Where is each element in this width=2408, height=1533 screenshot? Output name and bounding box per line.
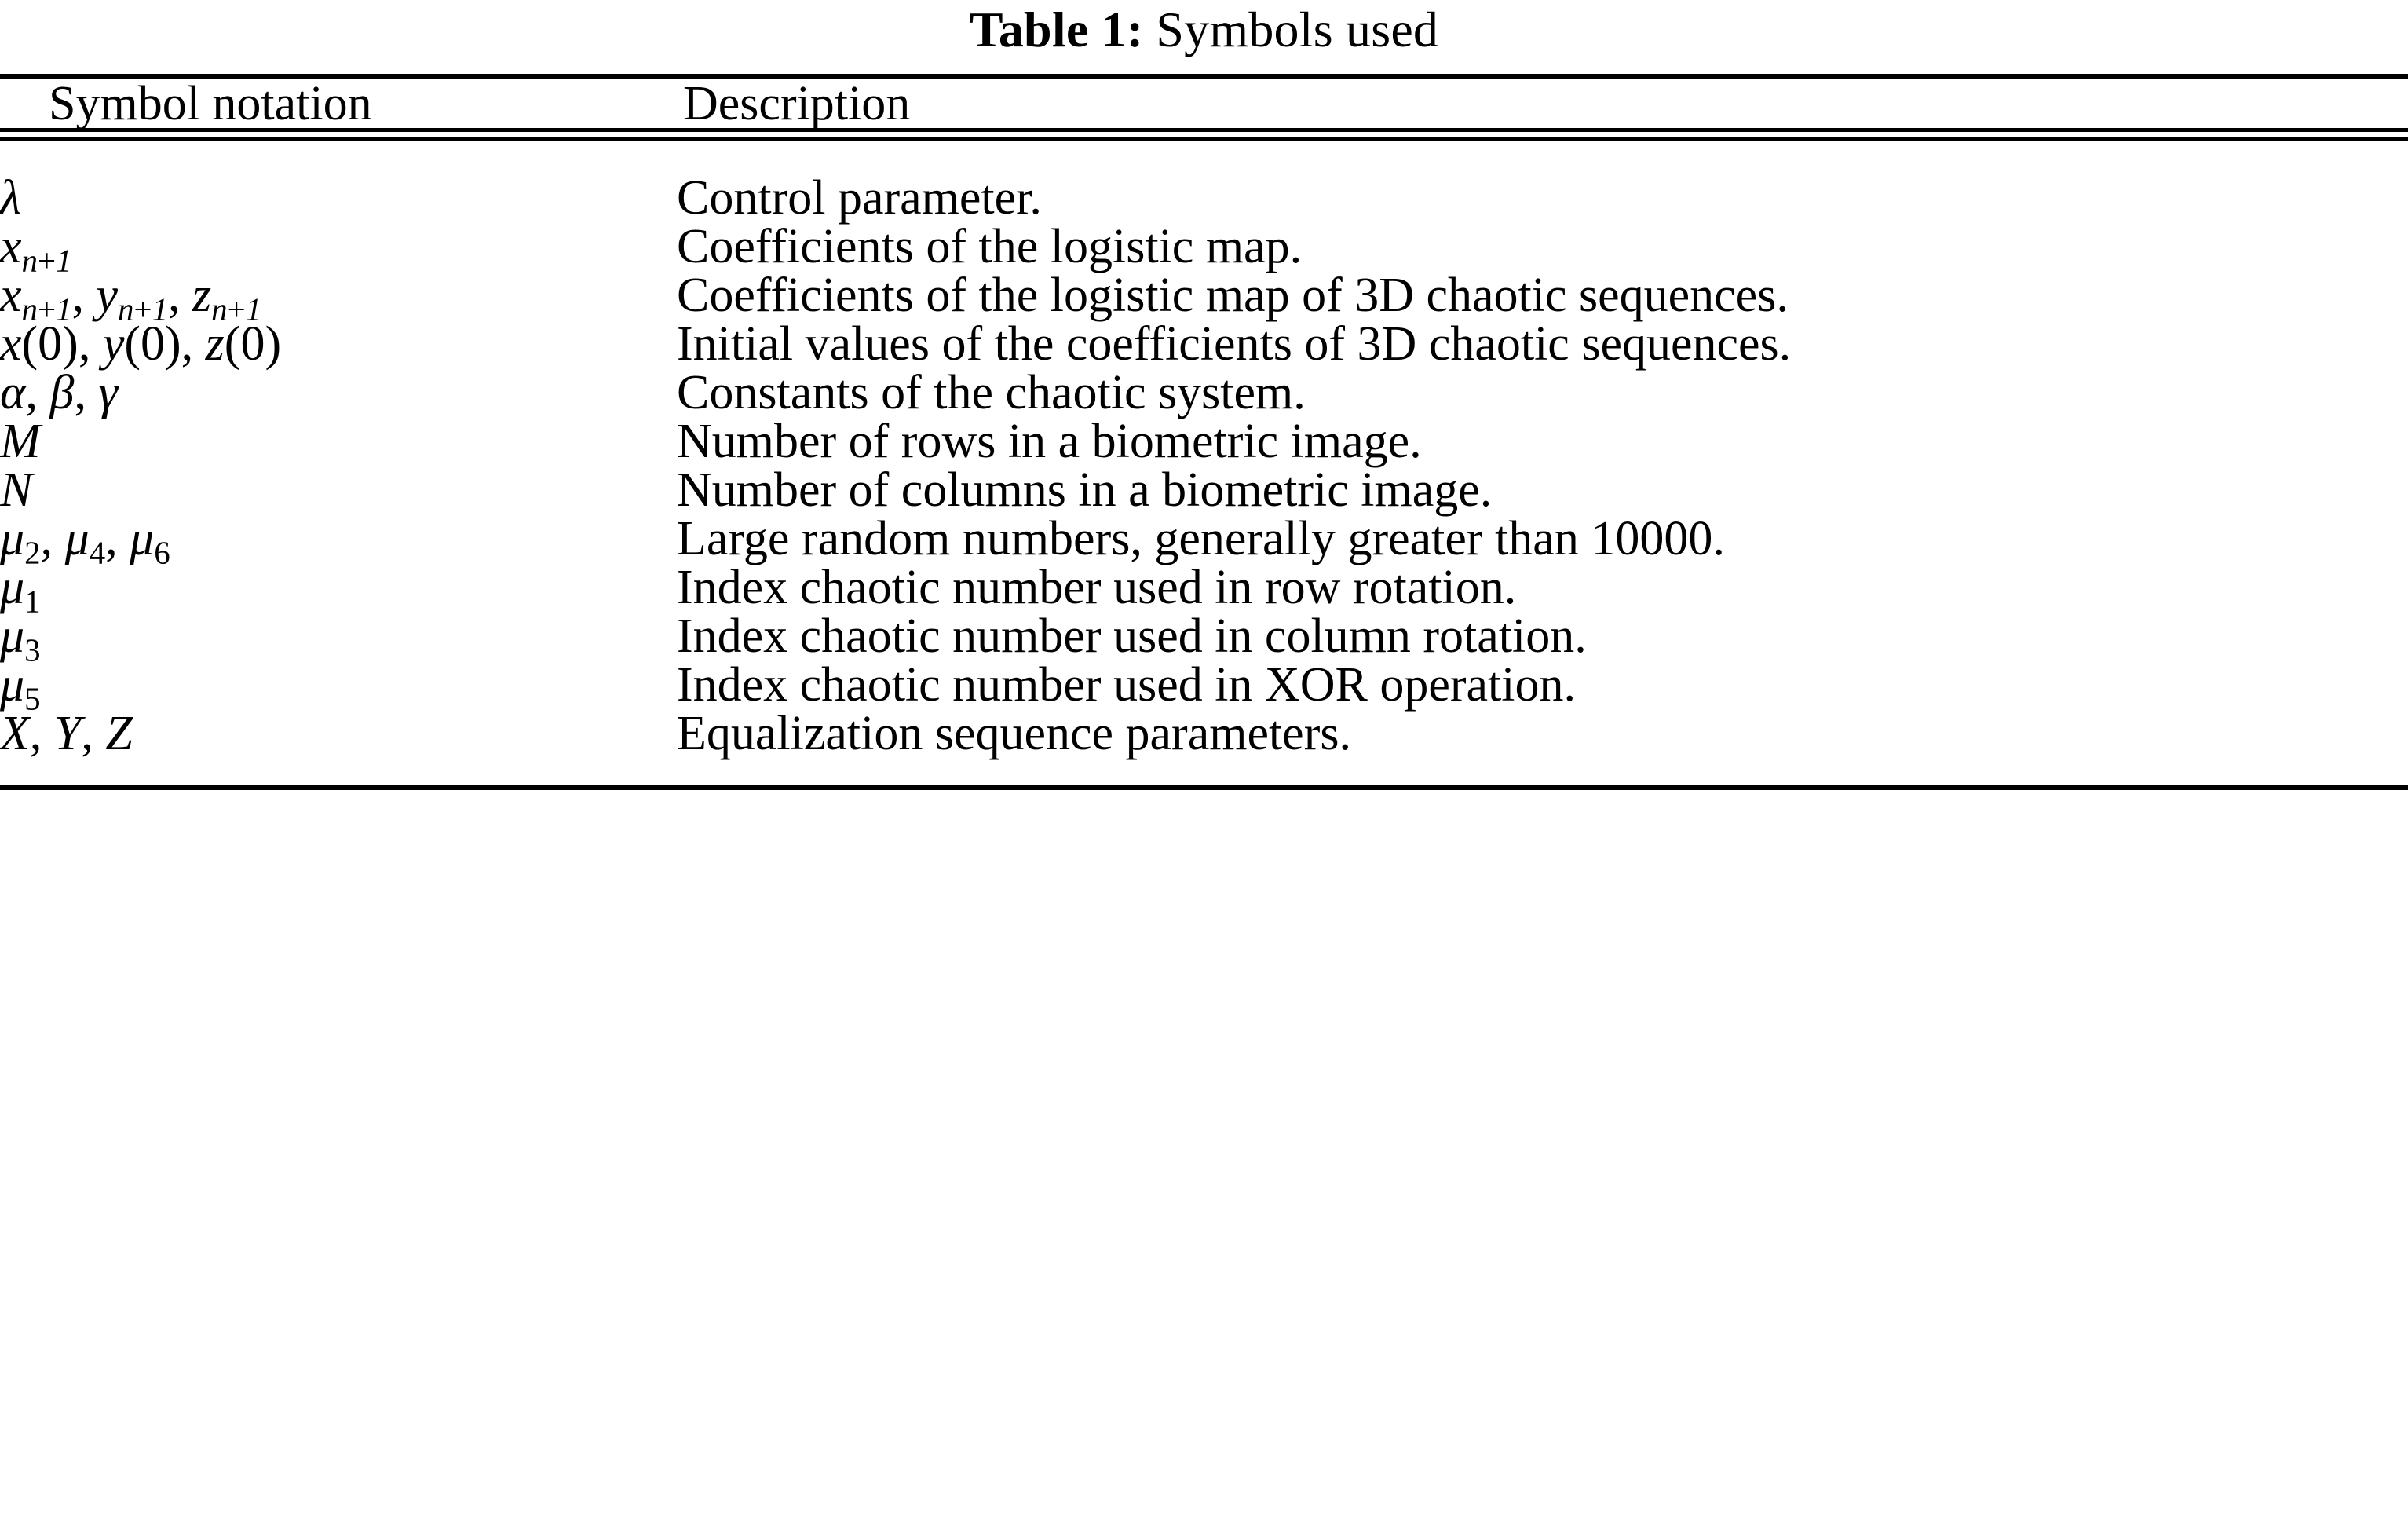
caption-text: Symbols used	[1156, 2, 1439, 57]
description-cell: Constants of the chaotic system.	[677, 366, 1306, 419]
description-cell: Index chaotic number used in XOR operati…	[677, 658, 1576, 712]
symbol-cell: λ	[0, 171, 21, 225]
table-head: Symbol notation Description	[0, 79, 2408, 128]
table-row: N Number of columns in a biometric image…	[0, 466, 2408, 514]
table-row: μ2, μ4, μ6 Large random numbers, general…	[0, 512, 2408, 571]
table-body: λ Control parameter. xn+1 Coefficients o…	[0, 141, 2408, 785]
symbol-cell: x(0), y(0), z(0)	[0, 317, 282, 371]
description-cell: Coefficients of the logistic map.	[677, 220, 1303, 273]
table-row: X, Y, Z Equalization sequence parameters…	[0, 709, 2408, 785]
header-rule-lower	[0, 137, 2408, 141]
symbol-cell: μ1	[0, 561, 41, 620]
column-header-description: Description	[683, 77, 911, 130]
description-cell: Index chaotic number used in row rotatio…	[677, 561, 1517, 614]
table-caption: Table 1:Symbols used	[0, 0, 2408, 74]
symbol-cell: μ3	[0, 609, 41, 668]
table-row: λ Control parameter.	[0, 141, 2408, 222]
symbol-cell: μ2, μ4, μ6	[0, 512, 170, 571]
table-row: xn+1 Coefficients of the logistic map.	[0, 220, 2408, 279]
table-row: x(0), y(0), z(0) Initial values of the c…	[0, 320, 2408, 368]
table-bottom-rule	[0, 785, 2408, 790]
header-rule-upper	[0, 128, 2408, 132]
table-row: μ3 Index chaotic number used in column r…	[0, 609, 2408, 668]
description-cell: Initial values of the coefficients of 3D…	[677, 317, 1792, 371]
symbol-cell: α, β, γ	[0, 366, 118, 419]
table-row: μ5 Index chaotic number used in XOR oper…	[0, 658, 2408, 717]
table-row: μ1 Index chaotic number used in row rota…	[0, 561, 2408, 620]
description-cell: Index chaotic number used in column rota…	[677, 609, 1587, 663]
symbol-cell: μ5	[0, 658, 41, 717]
symbol-cell: xn+1, yn+1, zn+1	[0, 269, 262, 327]
caption-label: Table 1:	[969, 2, 1144, 57]
symbols-table: Symbol notation Description	[0, 79, 2408, 128]
description-cell: Number of rows in a biometric image.	[677, 415, 1422, 468]
description-cell: Equalization sequence parameters.	[677, 707, 1351, 760]
symbol-cell: X, Y, Z	[0, 707, 133, 760]
description-cell: Large random numbers, generally greater …	[677, 512, 1725, 565]
table-row: M Number of rows in a biometric image.	[0, 417, 2408, 466]
table-header-row: Symbol notation Description	[0, 79, 2408, 128]
symbol-cell: N	[0, 463, 33, 517]
description-cell: Control parameter.	[677, 171, 1042, 225]
table-top-rule	[0, 74, 2408, 79]
symbol-cell: xn+1	[0, 220, 72, 279]
description-cell: Coefficients of the logistic map of 3D c…	[677, 269, 1789, 322]
table-row: α, β, γ Constants of the chaotic system.	[0, 368, 2408, 417]
symbol-cell: M	[0, 415, 41, 468]
table-row: xn+1, yn+1, zn+1 Coefficients of the log…	[0, 269, 2408, 327]
symbols-table-body: λ Control parameter. xn+1 Coefficients o…	[0, 141, 2408, 785]
description-cell: Number of columns in a biometric image.	[677, 463, 1493, 517]
column-header-symbol: Symbol notation	[49, 77, 372, 130]
